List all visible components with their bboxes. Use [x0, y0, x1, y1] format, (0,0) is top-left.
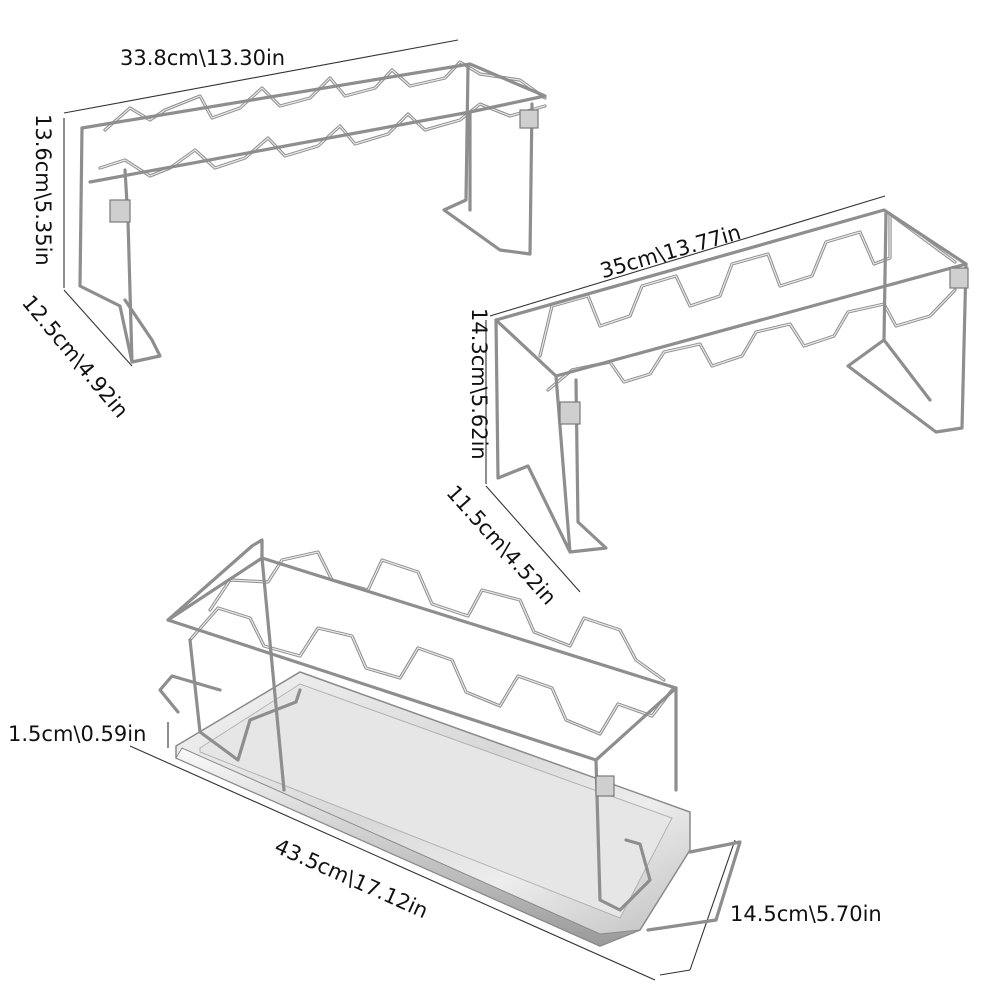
rack3-left-leg [188, 556, 302, 792]
tray-length-line [129, 745, 656, 981]
tray-width-label: 14.5cm\5.70in [730, 902, 882, 926]
rack1-back-zigzag [103, 60, 547, 132]
rack3-back-zigzag [208, 550, 666, 682]
rack3-leg-clip [595, 775, 615, 797]
rack-top-left [63, 39, 547, 367]
tray-height-label: 1.5cm\0.59in [8, 722, 147, 746]
rack1-width-line [63, 39, 459, 114]
rack1-depth-line [63, 289, 133, 367]
rack-right [485, 195, 969, 593]
rack-with-drip-tray [129, 538, 742, 981]
rack2-leg-clip [559, 401, 581, 425]
rack2-left-leg [494, 318, 608, 554]
rack2-width-line [489, 195, 886, 317]
tray-right-handle [646, 840, 742, 932]
tray-width-line [659, 969, 691, 976]
rack1-leg-clip [109, 199, 131, 223]
rack1-right-leg [442, 64, 534, 256]
rack1-width-label: 33.8cm\13.30in [120, 46, 286, 70]
rack1-height-label: 13.6cm\5.35in [31, 114, 55, 266]
rack2-depth-line [485, 485, 581, 593]
tray-left-handle [158, 674, 222, 714]
rack2-height-label: 14.3cm\5.62in [467, 308, 491, 460]
rack2-right-leg [846, 210, 968, 434]
rack3-right-leg [594, 686, 678, 912]
